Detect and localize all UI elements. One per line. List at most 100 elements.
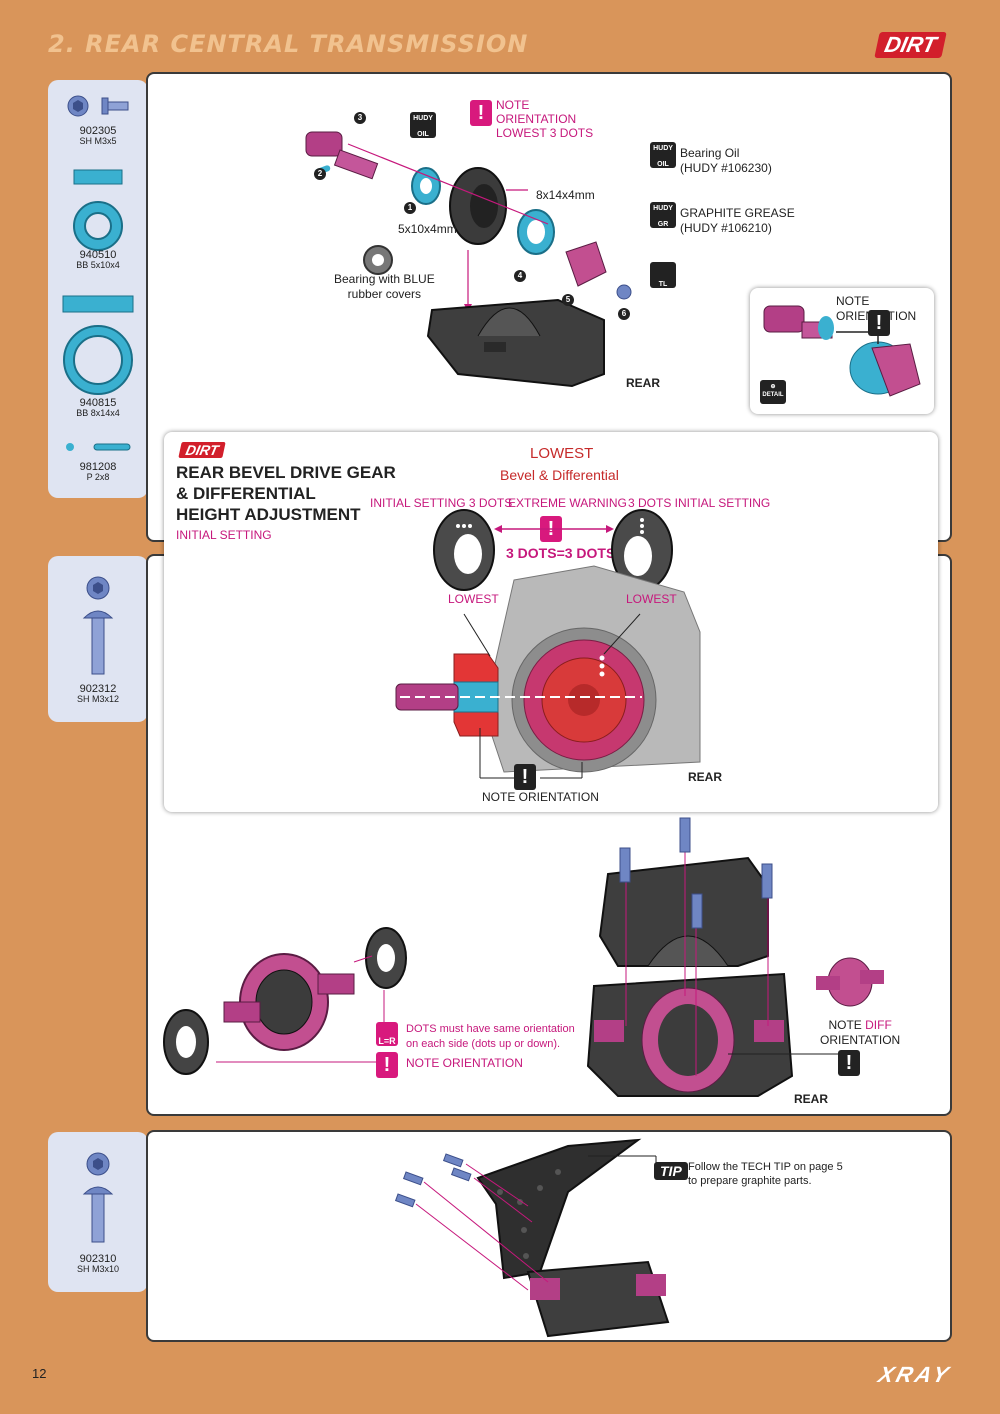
bearing-oil-text: Bearing Oil (680, 146, 740, 160)
hudy-text: HUDY (653, 145, 673, 152)
hudy-graphite-icon: HUDY GR (650, 202, 676, 228)
callout-number: 5 (562, 294, 574, 306)
detail-text: DETAIL (762, 392, 784, 398)
heading-line2: & DIFFERENTIAL (176, 484, 316, 503)
xray-logo: XRAY (875, 1362, 954, 1387)
detail-diagram (763, 305, 921, 397)
part-desc: SH M3x12 (76, 694, 120, 704)
rear-label: REAR (688, 770, 723, 784)
dots-line2: on each side (dots up or down). (406, 1038, 561, 1050)
bearing-8x14x4-icon (62, 295, 134, 395)
callout-number: 6 (618, 308, 630, 320)
note-orientation-label: NOTE ORIENTATION LOWEST 3 DOTS (496, 98, 593, 140)
note-line2: ORIENTATION (496, 112, 577, 126)
part-desc: SH M3x10 (76, 1264, 120, 1274)
initial-setting-label: INITIAL SETTING (176, 528, 272, 542)
blue-bearing-line2: rubber covers (347, 287, 422, 301)
tip-line2: to prepare graphite parts. (688, 1175, 812, 1187)
note-line1: NOTE (496, 98, 530, 112)
blue-bearing-label: Bearing with BLUE rubber covers (334, 272, 435, 302)
note-warning-icon: ! (868, 310, 890, 336)
tech-tip-badge: TIP (654, 1162, 688, 1180)
graphite-text: GRAPHITE GREASE (680, 206, 795, 220)
note-line3: LOWEST 3 DOTS (496, 126, 594, 140)
rear-label: REAR (626, 376, 661, 390)
note-warning-icon: ! (514, 764, 536, 790)
step-3-panel: TIP Follow the TECH TIP on page 5 to pre… (146, 1130, 952, 1342)
bearing-oil-ref: (HUDY #106230) (680, 161, 772, 175)
brand-logo: DIRT (874, 32, 947, 58)
warning-double-arrow (494, 525, 614, 533)
diff-word: DIFF (865, 1018, 892, 1032)
oil-text: OIL (417, 131, 429, 138)
page-number: 12 (32, 1366, 47, 1381)
note-warning-icon: ! (838, 1050, 860, 1076)
note-orientation-label: NOTE ORIENTATION (482, 790, 599, 804)
step-2-panel: DIRT REAR BEVEL DRIVE GEAR & DIFFERENTIA… (146, 432, 952, 1116)
dots-line1: DOTS must have same orientation (406, 1023, 575, 1035)
note-orientation-label: NOTE ORIENTATION (406, 1056, 523, 1070)
bearing-5x10x4-icon (73, 169, 123, 251)
lr-icon: L=R (376, 1022, 398, 1046)
hudy-oil-icon: HUDY OIL (410, 112, 436, 138)
heading-line3: HEIGHT ADJUSTMENT (176, 505, 361, 524)
threadlock-icon: TL (650, 262, 676, 288)
rear-label: REAR (794, 1092, 829, 1106)
page-title: 2. REAR CENTRAL TRANSMISSION (48, 30, 529, 58)
part-code: 902305 (79, 125, 117, 137)
part-code: 981208 (79, 461, 117, 473)
part-code: 940510 (79, 249, 117, 261)
pin-2x8-icon (66, 443, 131, 451)
detail-inset: NOTE ORIENTATION ! ⊕DETAIL (750, 288, 934, 414)
graphite-ref: (HUDY #106210) (680, 221, 772, 235)
step-1-exploded-diagram (305, 131, 632, 388)
hudy-oil-icon: HUDY OIL (650, 142, 676, 168)
callout-number: 4 (514, 270, 526, 282)
step-3-shock-tower-diagram (394, 1138, 670, 1338)
note-warning-icon: ! (376, 1052, 398, 1078)
size-5x10-label: 5x10x4mm (398, 222, 457, 236)
screw-m3x12-icon (82, 576, 114, 675)
step-2-diff-assembly (163, 817, 884, 1097)
lowest-title: LOWEST (530, 445, 594, 462)
graphite-grease-label: GRAPHITE GREASE (HUDY #106210) (680, 206, 795, 236)
height-adjustment-diagram (395, 509, 701, 779)
callout-number: 3 (354, 112, 366, 124)
dots-equal-label: 3 DOTS=3 DOTS (506, 545, 616, 561)
callout-number: 1 (404, 202, 416, 214)
lowest-right-label: LOWEST (626, 592, 677, 606)
detail-magnifier-icon: ⊕DETAIL (760, 380, 786, 404)
part-code: 940815 (79, 397, 117, 409)
inset-heading: REAR BEVEL DRIVE GEAR & DIFFERENTIAL HEI… (176, 462, 396, 525)
extreme-warning-label: EXTREME WARNING (508, 496, 627, 510)
note-diff-orientation: NOTE DIFF ORIENTATION (820, 1018, 900, 1048)
part-code: 902312 (79, 683, 117, 695)
part-desc: P 2x8 (86, 472, 110, 482)
size-8x14-label: 8x14x4mm (536, 188, 595, 202)
tl-text: TL (658, 281, 668, 288)
heading-line1: REAR BEVEL DRIVE GEAR (176, 463, 396, 482)
screw-m3x10-icon (82, 1152, 114, 1243)
hudy-text: HUDY (413, 115, 433, 122)
note-prefix: NOTE (828, 1018, 866, 1032)
orientation-word: ORIENTATION (820, 1033, 901, 1047)
lr-text: L=R (378, 1036, 396, 1046)
part-desc: BB 8x14x4 (76, 408, 120, 418)
note-warning-icon: ! (470, 100, 492, 126)
hudy-text: HUDY (653, 205, 673, 212)
bearing-oil-label: Bearing Oil (HUDY #106230) (680, 146, 772, 176)
callout-number: 2 (314, 168, 326, 180)
part-code: 902310 (79, 1253, 117, 1265)
dots-orientation-note: DOTS must have same orientation on each … (406, 1022, 575, 1052)
blue-bearing-line1: Bearing with BLUE (334, 272, 435, 286)
tech-tip-text: Follow the TECH TIP on page 5 to prepare… (688, 1160, 843, 1188)
oil-text: OIL (657, 161, 669, 168)
left-setting-label: INITIAL SETTING 3 DOTS (370, 496, 513, 510)
gr-text: GR (657, 221, 669, 228)
tip-line1: Follow the TECH TIP on page 5 (688, 1161, 843, 1173)
height-adjustment-inset: DIRT REAR BEVEL DRIVE GEAR & DIFFERENTIA… (164, 432, 938, 812)
right-setting-label: 3 DOTS INITIAL SETTING (628, 496, 771, 510)
